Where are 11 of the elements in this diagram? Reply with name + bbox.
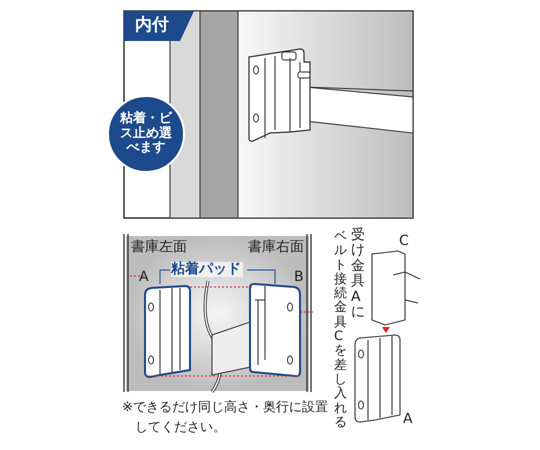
part-letter: C bbox=[399, 234, 409, 250]
part-letter: B bbox=[294, 270, 304, 286]
pad-label: 粘着パッド bbox=[171, 262, 243, 278]
part-letter: A bbox=[139, 270, 149, 286]
section-tab: 内付 bbox=[124, 11, 194, 41]
instruction-text: 受け金具Aに bbox=[351, 228, 365, 320]
instruction-text: ベルト接続金具Cを差し入れる bbox=[334, 230, 347, 430]
note-text: ※できるだけ同じ高さ・奥行に設置してください。 bbox=[122, 399, 329, 436]
part-letter: A bbox=[403, 412, 413, 428]
panel-label: 書庫左面 bbox=[131, 240, 187, 256]
panel-label: 書庫右面 bbox=[248, 240, 304, 256]
